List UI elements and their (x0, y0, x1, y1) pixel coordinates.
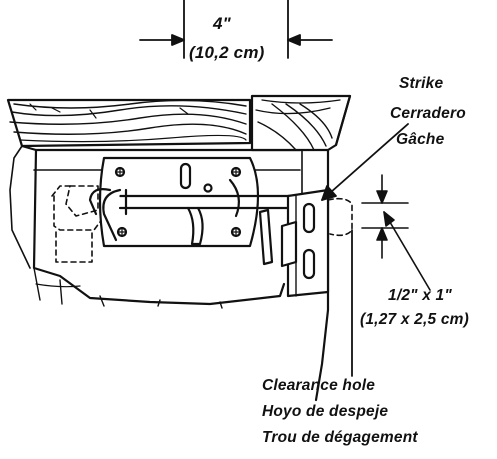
strike-label-en: Strike (399, 75, 444, 92)
open-position-outline (51, 185, 101, 263)
hole-metric: (1,27 x 2,5 cm) (360, 311, 469, 328)
hole-imperial: 1/2" x 1" (388, 287, 452, 304)
width-metric: (10,2 cm) (189, 43, 265, 62)
clearance-label-en: Clearance hole (262, 377, 376, 394)
gate-top-rail (6, 98, 252, 148)
clearance-label-fr: Trou de dégagement (262, 429, 418, 446)
width-dimension-lines (139, 0, 333, 59)
strike-leader (321, 123, 409, 201)
hole-dimension-lines (361, 174, 431, 291)
latch-mounting-plate (98, 156, 260, 248)
strike-plate (280, 188, 330, 298)
clearance-hole-outline (327, 197, 353, 237)
clearance-label-es: Hoyo de despeje (262, 403, 389, 420)
width-imperial: 4" (213, 14, 231, 33)
strike-label-es: Cerradero (390, 105, 466, 122)
strike-label-fr: Gâche (396, 131, 445, 148)
